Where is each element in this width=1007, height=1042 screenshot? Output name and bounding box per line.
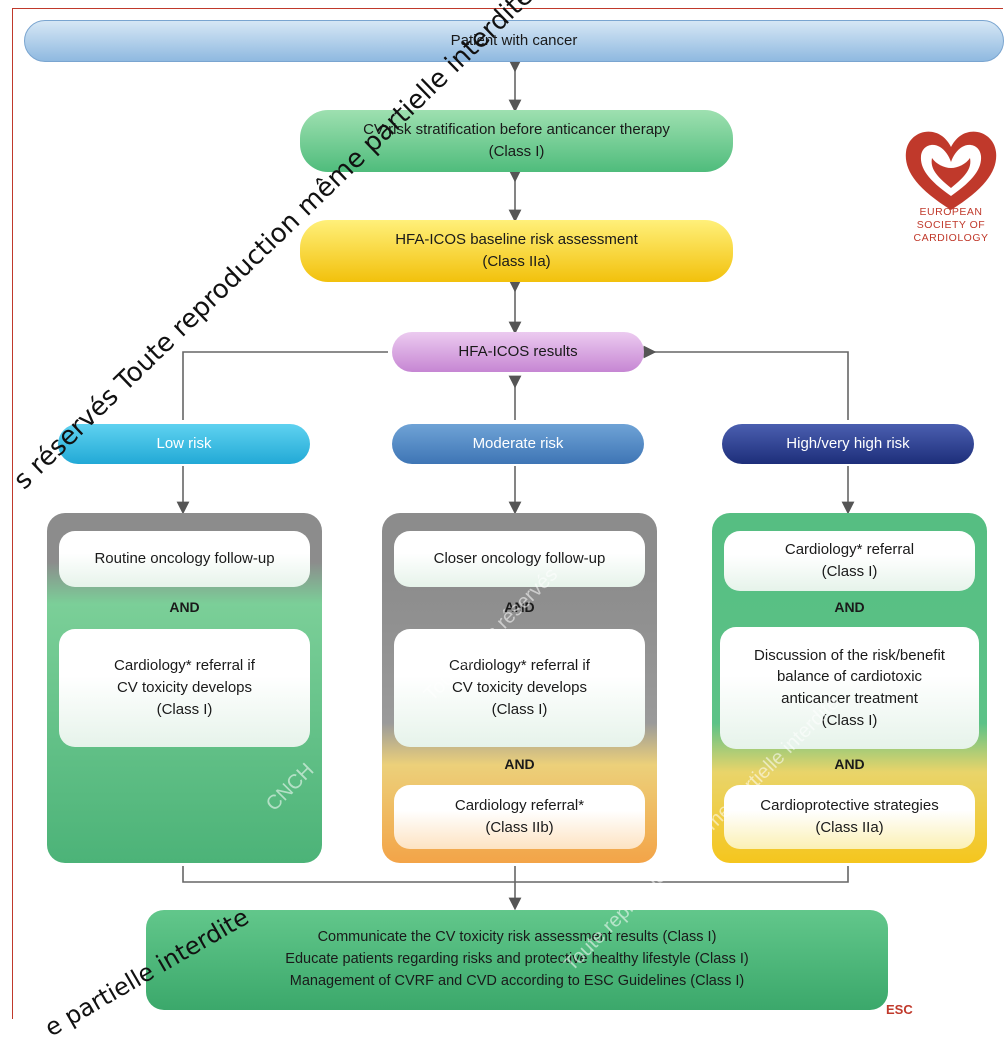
- step2-class: (Class IIa): [482, 253, 551, 270]
- mod-box2-line3: (Class I): [491, 700, 548, 718]
- cv-risk-stratification-box: CV risk stratification before anticancer…: [300, 110, 733, 172]
- esc-mini-logo: ESC: [886, 1002, 913, 1017]
- bottom-line2: Educate patients regarding risks and pro…: [285, 951, 749, 968]
- high-box2-line4: (Class I): [821, 711, 878, 729]
- mod-box3-line1: Cardiology referral*: [454, 797, 585, 815]
- low-box2-line2: CV toxicity develops: [116, 679, 253, 697]
- cardiology-referral-if-toxicity-box: Cardiology* referral if CV toxicity deve…: [59, 629, 310, 747]
- step1-class: (Class I): [488, 143, 545, 160]
- low-box2-line1: Cardiology* referral if: [114, 657, 255, 675]
- mod-box3-line2: (Class IIb): [485, 819, 554, 836]
- and-label: AND: [504, 756, 535, 772]
- mod-box1-text: Closer oncology follow-up: [433, 550, 606, 568]
- esc-logo-text: EUROPEAN SOCIETY OF CARDIOLOGY: [897, 206, 1005, 245]
- patient-with-cancer-box: Patient with cancer: [24, 20, 1004, 62]
- moderate-risk-text: Moderate risk: [472, 435, 564, 453]
- high-box2-line3: anticancer treatment: [781, 690, 918, 707]
- and-label: AND: [504, 599, 535, 615]
- low-box2-line3: (Class I): [156, 700, 213, 718]
- baseline-risk-assessment-box: HFA-ICOS baseline risk assessment (Class…: [300, 220, 733, 282]
- moderate-risk-label: Moderate risk: [392, 424, 644, 464]
- diagram-frame: [12, 8, 1003, 1019]
- step1-text: CV risk stratification before anticancer…: [363, 121, 670, 139]
- low-risk-panel: Routine oncology follow-up AND Cardiolog…: [47, 513, 322, 863]
- hfa-icos-results-box: HFA-ICOS results: [392, 332, 644, 372]
- mod-box2-line1: Cardiology* referral if: [449, 657, 590, 675]
- cardiology-referral-if-toxicity-box: Cardiology* referral if CV toxicity deve…: [394, 629, 645, 747]
- cardiology-referral-box: Cardiology referral* (Class IIb): [394, 785, 645, 849]
- logo-line3: CARDIOLOGY: [913, 232, 989, 245]
- high-risk-panel: Cardiology* referral (Class I) AND Discu…: [712, 513, 987, 863]
- bottom-line3: Management of CVRF and CVD according to …: [289, 972, 745, 989]
- and-label: AND: [834, 756, 865, 772]
- closer-followup-box: Closer oncology follow-up: [394, 531, 645, 587]
- results-label: HFA-ICOS results: [458, 343, 578, 361]
- logo-line1: EUROPEAN: [919, 206, 983, 218]
- high-box2-line1: Discussion of the risk/benefit: [754, 646, 945, 664]
- patient-label: Patient with cancer: [450, 32, 578, 50]
- high-box3-line1: Cardioprotective strategies: [760, 797, 939, 815]
- high-risk-text: High/very high risk: [786, 435, 910, 453]
- bottom-line1: Communicate the CV toxicity risk assessm…: [317, 929, 717, 946]
- risk-benefit-discussion-box: Discussion of the risk/benefit balance o…: [720, 627, 979, 749]
- moderate-risk-panel: Closer oncology follow-up AND Cardiology…: [382, 513, 657, 863]
- high-box1-line1: Cardiology* referral: [784, 541, 915, 559]
- cardioprotective-strategies-box: Cardioprotective strategies (Class IIa): [724, 785, 975, 849]
- mod-box2-line2: CV toxicity develops: [451, 679, 588, 697]
- logo-line2: SOCIETY OF: [916, 219, 986, 232]
- low-box1-text: Routine oncology follow-up: [94, 550, 275, 568]
- esc-heart-logo: [905, 131, 997, 210]
- and-label: AND: [169, 599, 200, 615]
- routine-followup-box: Routine oncology follow-up: [59, 531, 310, 587]
- high-risk-label: High/very high risk: [722, 424, 974, 464]
- low-risk-text: Low risk: [156, 435, 212, 453]
- low-risk-label: Low risk: [58, 424, 310, 464]
- high-box1-line2: (Class I): [821, 563, 878, 580]
- recommendations-box: Communicate the CV toxicity risk assessm…: [146, 910, 888, 1010]
- high-box2-line2: balance of cardiotoxic: [776, 668, 923, 686]
- step2-text: HFA-ICOS baseline risk assessment: [395, 231, 638, 249]
- and-label: AND: [834, 599, 865, 615]
- cardiology-referral-box: Cardiology* referral (Class I): [724, 531, 975, 591]
- high-box3-line2: (Class IIa): [815, 819, 884, 836]
